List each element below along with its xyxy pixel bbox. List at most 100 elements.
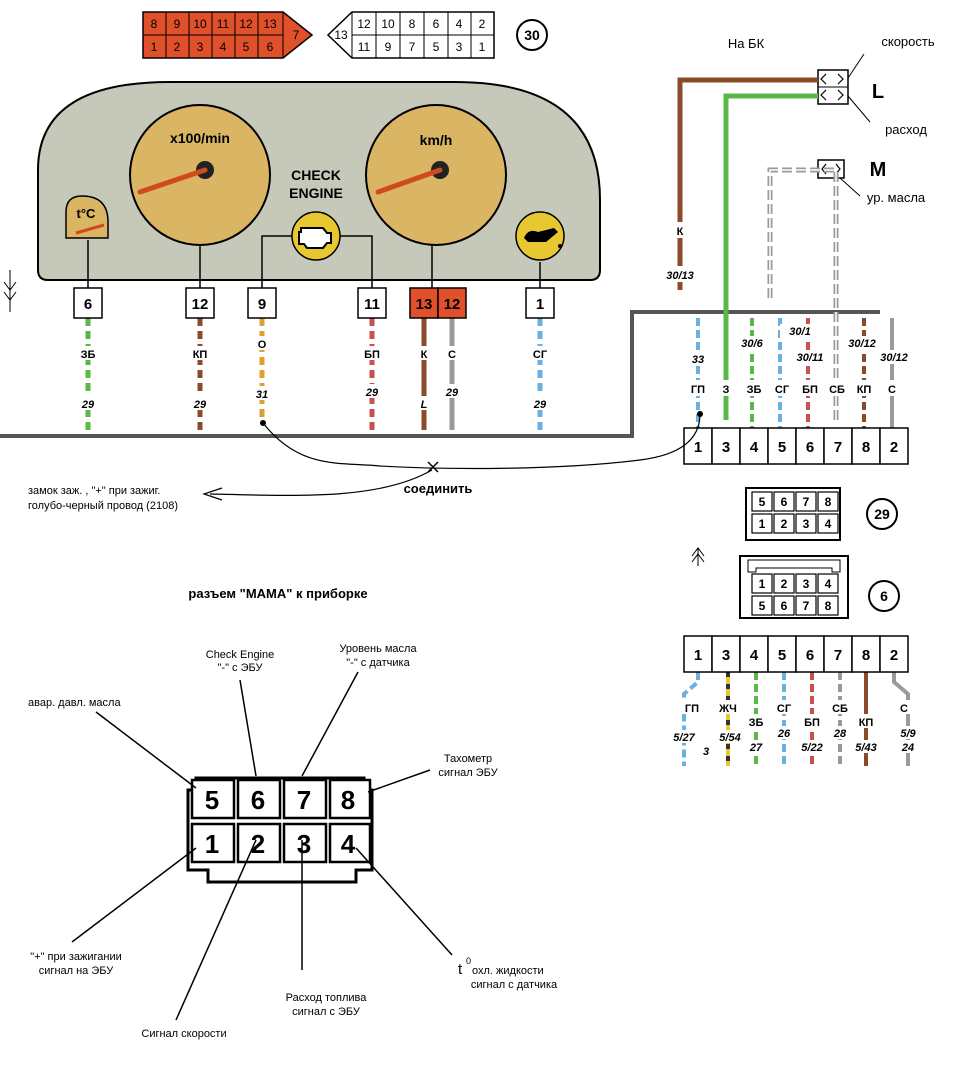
annotation-tachometer: Тахометр xyxy=(444,753,492,765)
wire-code: 29 xyxy=(365,387,379,399)
pin-number: 12 xyxy=(444,296,461,313)
oil-level-label: ур. масла xyxy=(867,190,926,205)
wire-code: 30/1 xyxy=(789,326,810,338)
connector-id: 29 xyxy=(874,506,890,522)
pin-label: 4 xyxy=(825,517,832,531)
tachometer-needle xyxy=(137,167,208,195)
wire-name: С xyxy=(900,703,908,715)
pin-label: 5 xyxy=(759,495,766,509)
pin-number: 8 xyxy=(862,647,870,664)
pin-number: 4 xyxy=(750,647,759,664)
wire-name: СГ xyxy=(777,703,792,715)
connector-lower-right: 1 3 4 5 6 7 8 2 ГП ЖЧ ЗБ СГ БП СБ КП С 5… xyxy=(670,635,924,766)
wire-code: 24 xyxy=(901,742,914,754)
wire-code: 33 xyxy=(692,354,704,366)
annotation-temp-symbol: t xyxy=(458,961,463,978)
pin-number: 1 xyxy=(536,296,544,313)
wire-code: 5/22 xyxy=(801,742,822,754)
wire-code: 29 xyxy=(81,399,95,411)
wire-code: 5/9 xyxy=(900,728,916,740)
pin-label: 2 xyxy=(174,40,181,54)
pin-number: 1 xyxy=(694,647,702,664)
pin-label: 1 xyxy=(479,40,486,54)
wire-name: СГ xyxy=(775,384,790,396)
wire-name: К xyxy=(421,349,428,361)
wire-code: 30/12 xyxy=(848,338,876,350)
pin-label: 12 xyxy=(239,17,253,31)
connector-id: 30 xyxy=(524,27,540,43)
annotation-temp-degree: 0 xyxy=(466,956,471,966)
pin-label: 2 xyxy=(781,577,788,591)
wire-code: 27 xyxy=(749,742,763,754)
pin-label: 13 xyxy=(334,28,348,42)
pin-label: 4 xyxy=(825,577,832,591)
pin-label: 3 xyxy=(803,577,810,591)
pin-label: 1 xyxy=(759,517,766,531)
annotation-oil-level: "-" с датчика xyxy=(346,657,410,669)
wire-code: 29 xyxy=(445,387,459,399)
pin-number: 2 xyxy=(890,647,898,664)
connector-6: 1 2 3 4 5 6 7 8 6 xyxy=(739,555,900,619)
pin-label: 4 xyxy=(220,40,227,54)
pin-number: 5 xyxy=(778,439,786,456)
pin-number: 6 xyxy=(806,439,814,456)
wire-name: ЗБ xyxy=(747,384,762,396)
connector-l-letter: L xyxy=(872,81,884,103)
speedometer-needle xyxy=(375,167,443,195)
pin-number: 4 xyxy=(750,439,759,456)
mama-pin: 3 xyxy=(297,829,311,859)
check-engine-text: ENGINE xyxy=(289,185,343,201)
annotation-check-engine: Check Engine xyxy=(206,649,275,661)
connector-top-white: 13 12 10 8 6 4 2 11 9 7 5 3 1 30 xyxy=(326,11,548,59)
wire-code: 31 xyxy=(256,389,268,401)
wire-code: 30/12 xyxy=(880,352,908,364)
wire-code: 3 xyxy=(703,746,709,758)
pin-label: 3 xyxy=(803,517,810,531)
wire-name: ГП xyxy=(691,384,705,396)
pin-label: 10 xyxy=(193,17,207,31)
ignition-note: замок заж. , "+" при зажиг. xyxy=(28,485,160,497)
pin-label: 8 xyxy=(409,17,416,31)
pin-number: 8 xyxy=(862,439,870,456)
pin-label: 9 xyxy=(174,17,181,31)
connector-top-orange: 8 9 10 11 12 13 1 2 3 4 5 6 7 xyxy=(142,11,314,59)
pin-label: 1 xyxy=(759,577,766,591)
annotation-fuel: сигнал с ЭБУ xyxy=(292,1006,361,1018)
pin-label: 6 xyxy=(267,40,274,54)
wire-code: 30/11 xyxy=(797,352,824,364)
wire-name: СБ xyxy=(829,384,845,396)
pin-label: 10 xyxy=(381,17,395,31)
wire-name: З xyxy=(723,384,730,396)
pin-number: 3 xyxy=(722,439,730,456)
pin-label: 7 xyxy=(803,599,810,613)
wire-name: КП xyxy=(857,384,872,396)
wire-name: С xyxy=(448,349,456,361)
mama-pin: 1 xyxy=(205,829,219,859)
pin-label: 7 xyxy=(293,28,300,42)
annotation-fuel: Расход топлива xyxy=(286,992,368,1004)
harness-bundle xyxy=(0,270,880,438)
pin-number: 6 xyxy=(84,296,92,313)
cluster-wires: 6 12 9 11 13 12 1 ЗБ КП О БП К С СГ 29 2… xyxy=(73,287,555,430)
pin-label: 2 xyxy=(479,17,486,31)
pin-label: 13 xyxy=(263,17,277,31)
pin-label: 7 xyxy=(409,40,416,54)
connector-upper-right: 33 30/6 30/1 30/11 30/12 30/12 ГП З ЗБ С… xyxy=(683,318,914,465)
pin-number: 7 xyxy=(834,647,842,664)
annotation-oil-level: Уровень масла xyxy=(339,643,417,655)
pin-label: 8 xyxy=(825,495,832,509)
wire-code: 28 xyxy=(833,728,847,740)
instrument-cluster: x100/min km/h CHECK ENGINE t°C xyxy=(37,81,601,288)
pin-label: 5 xyxy=(433,40,440,54)
wire-name: ЗБ xyxy=(81,349,96,361)
wire-code: 5/43 xyxy=(855,742,876,754)
mama-pin: 4 xyxy=(341,829,356,859)
connect-link: соединить замок заж. , "+" при зажиг. го… xyxy=(28,411,703,512)
temperature-label: t°C xyxy=(77,206,97,221)
tachometer-label: x100/min xyxy=(170,130,230,146)
pin-label: 12 xyxy=(357,17,371,31)
wire-code: 30/13 xyxy=(666,270,694,282)
wire-name: К xyxy=(677,226,684,238)
wire-name: БП xyxy=(364,349,380,361)
